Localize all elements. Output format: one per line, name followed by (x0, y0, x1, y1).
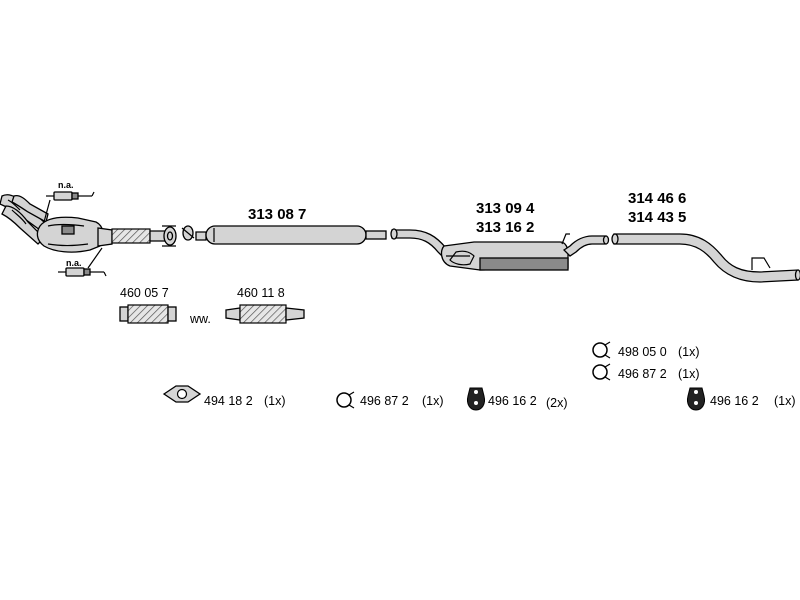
flex-pipe-a-label: 460 05 7 (120, 286, 169, 300)
alt-marker: ww. (189, 312, 211, 326)
clamp-rear-2-number: 496 87 2 (618, 367, 667, 381)
oxygen-sensor-bottom (58, 247, 107, 277)
clamp-icon (592, 363, 611, 381)
clamp-front-number: 496 87 2 (360, 394, 409, 408)
sensor-top-note: n.a. (58, 180, 74, 190)
rubber-mount-icon (467, 387, 485, 411)
rubber-rear-qty: (1x) (774, 394, 796, 408)
middle-muffler-label-1: 313 09 4 (476, 200, 535, 217)
gasket-number: 494 18 2 (204, 394, 253, 408)
rear-pipe-label-1: 314 46 6 (628, 190, 686, 207)
rubber-mount-icon (687, 387, 705, 411)
flex-pipe-b-label: 460 11 8 (237, 286, 285, 300)
clamp-icon (336, 391, 355, 409)
clamp-rear-1-number: 498 05 0 (618, 345, 667, 359)
front-muffler (195, 225, 387, 245)
rubber-mid-qty: (2x) (546, 396, 568, 410)
gasket-qty: (1x) (264, 394, 286, 408)
middle-muffler (390, 228, 610, 271)
front-muffler-label: 313 08 7 (248, 206, 306, 223)
pipe-clamp-icon (181, 225, 195, 241)
rear-tailpipe (611, 233, 800, 283)
clamp-rear-2-qty: (1x) (678, 367, 700, 381)
clamp-front-qty: (1x) (422, 394, 444, 408)
oxygen-sensor-top (43, 191, 95, 223)
gasket-icon (162, 385, 202, 403)
clamp-icon (592, 341, 611, 359)
clamp-rear-1-qty: (1x) (678, 345, 700, 359)
rear-pipe-label-2: 314 43 5 (628, 209, 686, 226)
manifold-catalyst-assembly (0, 194, 177, 253)
middle-muffler-label-2: 313 16 2 (476, 219, 534, 236)
rubber-mid-number: 496 16 2 (488, 394, 537, 408)
sensor-bottom-note: n.a. (66, 258, 82, 268)
flex-pipe-b (225, 304, 305, 324)
flex-pipe-a (119, 304, 177, 324)
rubber-rear-number: 496 16 2 (710, 394, 759, 408)
